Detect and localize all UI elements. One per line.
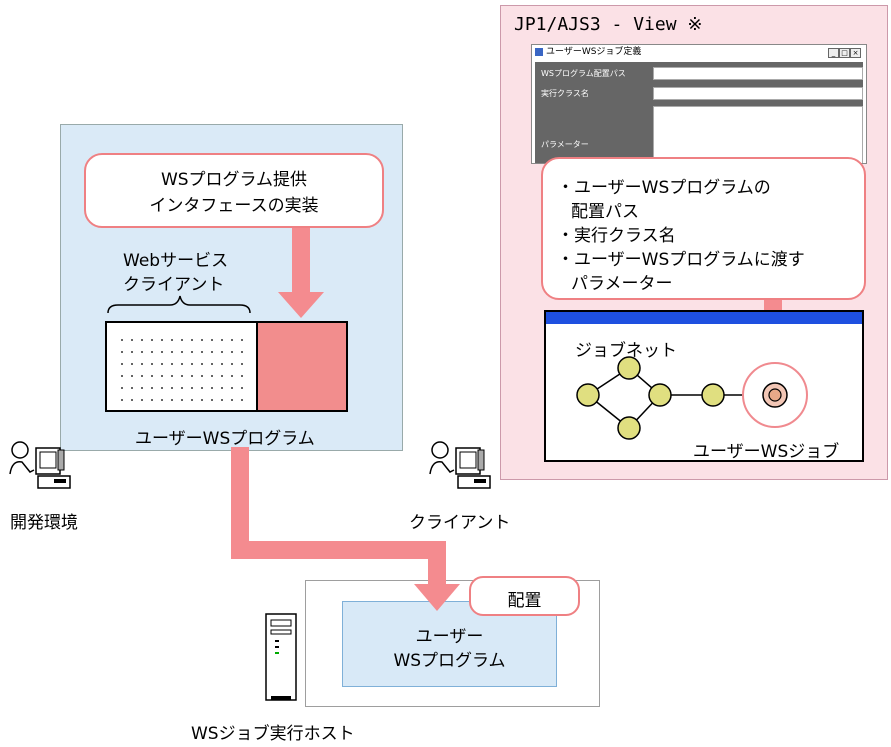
info-line-1: ・ユーザーWSプログラムの: [557, 178, 771, 198]
user-ws-job-core: [768, 388, 782, 402]
close-icon[interactable]: ×: [850, 48, 861, 58]
dialog-body: WSプログラム配置パス 実行クラス名 パラメーター: [535, 62, 863, 163]
maximize-icon[interactable]: □: [839, 48, 850, 58]
deployed-program-line-2: WSプログラム: [393, 651, 506, 671]
job-node: [617, 356, 641, 380]
interface-callout: WSプログラム提供 インタフェースの実装: [84, 153, 384, 228]
deploy-callout: 配置: [469, 576, 580, 616]
client-computer-icon: [429, 441, 491, 489]
class-field[interactable]: [653, 87, 863, 100]
developer-computer-icon: [9, 441, 71, 489]
jobnet-label: ジョブネット: [575, 341, 677, 361]
info-line-4: ・ユーザーWSプログラムに渡す: [557, 250, 805, 270]
info-line-3: ・実行クラス名: [557, 226, 676, 246]
deploy-label: 配置: [507, 591, 542, 611]
info-line-5: パラメーター: [571, 274, 673, 294]
minimize-icon[interactable]: _: [828, 48, 839, 58]
arrow-path-horizontal: [231, 541, 446, 559]
interface-line-2: インタフェースの実装: [149, 196, 319, 216]
client-label-2: クライアント: [123, 275, 225, 295]
view-title: JP1/AJS3 - View ※: [514, 14, 703, 35]
server-icon: [265, 613, 297, 701]
dot-pattern: [117, 329, 247, 403]
info-line-2: 配置パス: [571, 202, 639, 222]
interface-line-1: WSプログラム提供: [160, 170, 308, 190]
job-node: [648, 383, 672, 407]
app-icon: [535, 48, 543, 56]
arrow-shaft-interface: [292, 226, 310, 296]
client-label: クライアント: [409, 513, 511, 533]
arrow-path-down: [428, 541, 446, 586]
user-ws-program-label: ユーザーWSプログラム: [135, 429, 315, 449]
dialog-title: ユーザーWSジョブ定義: [546, 47, 642, 57]
arrow-head-interface: [278, 292, 324, 318]
dev-env-label: 開発環境: [10, 513, 78, 533]
job-node: [701, 383, 725, 407]
params-field[interactable]: [653, 106, 863, 163]
path-field[interactable]: [653, 67, 863, 80]
host-label: WSジョブ実行ホスト: [191, 724, 355, 744]
jobnet-window: [544, 310, 864, 462]
class-label: 実行クラス名: [541, 89, 589, 98]
arrow-head-deploy: [414, 584, 460, 611]
job-definition-dialog[interactable]: ユーザーWSジョブ定義 _ □ × WSプログラム配置パス 実行クラス名 パラメ…: [531, 44, 867, 164]
path-label: WSプログラム配置パス: [541, 69, 626, 78]
client-label-1: Webサービス: [123, 251, 229, 271]
web-service-client-area: [105, 321, 258, 412]
job-node: [576, 383, 600, 407]
arrow-path-vertical: [231, 447, 249, 557]
definition-info-callout: ・ユーザーWSプログラムの 配置パス ・実行クラス名 ・ユーザーWSプログラムに…: [541, 157, 866, 300]
interface-implementation-area: [256, 321, 348, 412]
user-ws-job-label: ユーザーWSジョブ: [693, 442, 840, 462]
client-brace: [107, 295, 251, 314]
deployed-program-line-1: ユーザー: [415, 627, 484, 647]
job-node: [617, 416, 641, 440]
params-label: パラメーター: [541, 140, 589, 149]
dialog-titlebar: ユーザーWSジョブ定義 _ □ ×: [532, 45, 866, 60]
jobnet-titlebar: [546, 312, 862, 324]
